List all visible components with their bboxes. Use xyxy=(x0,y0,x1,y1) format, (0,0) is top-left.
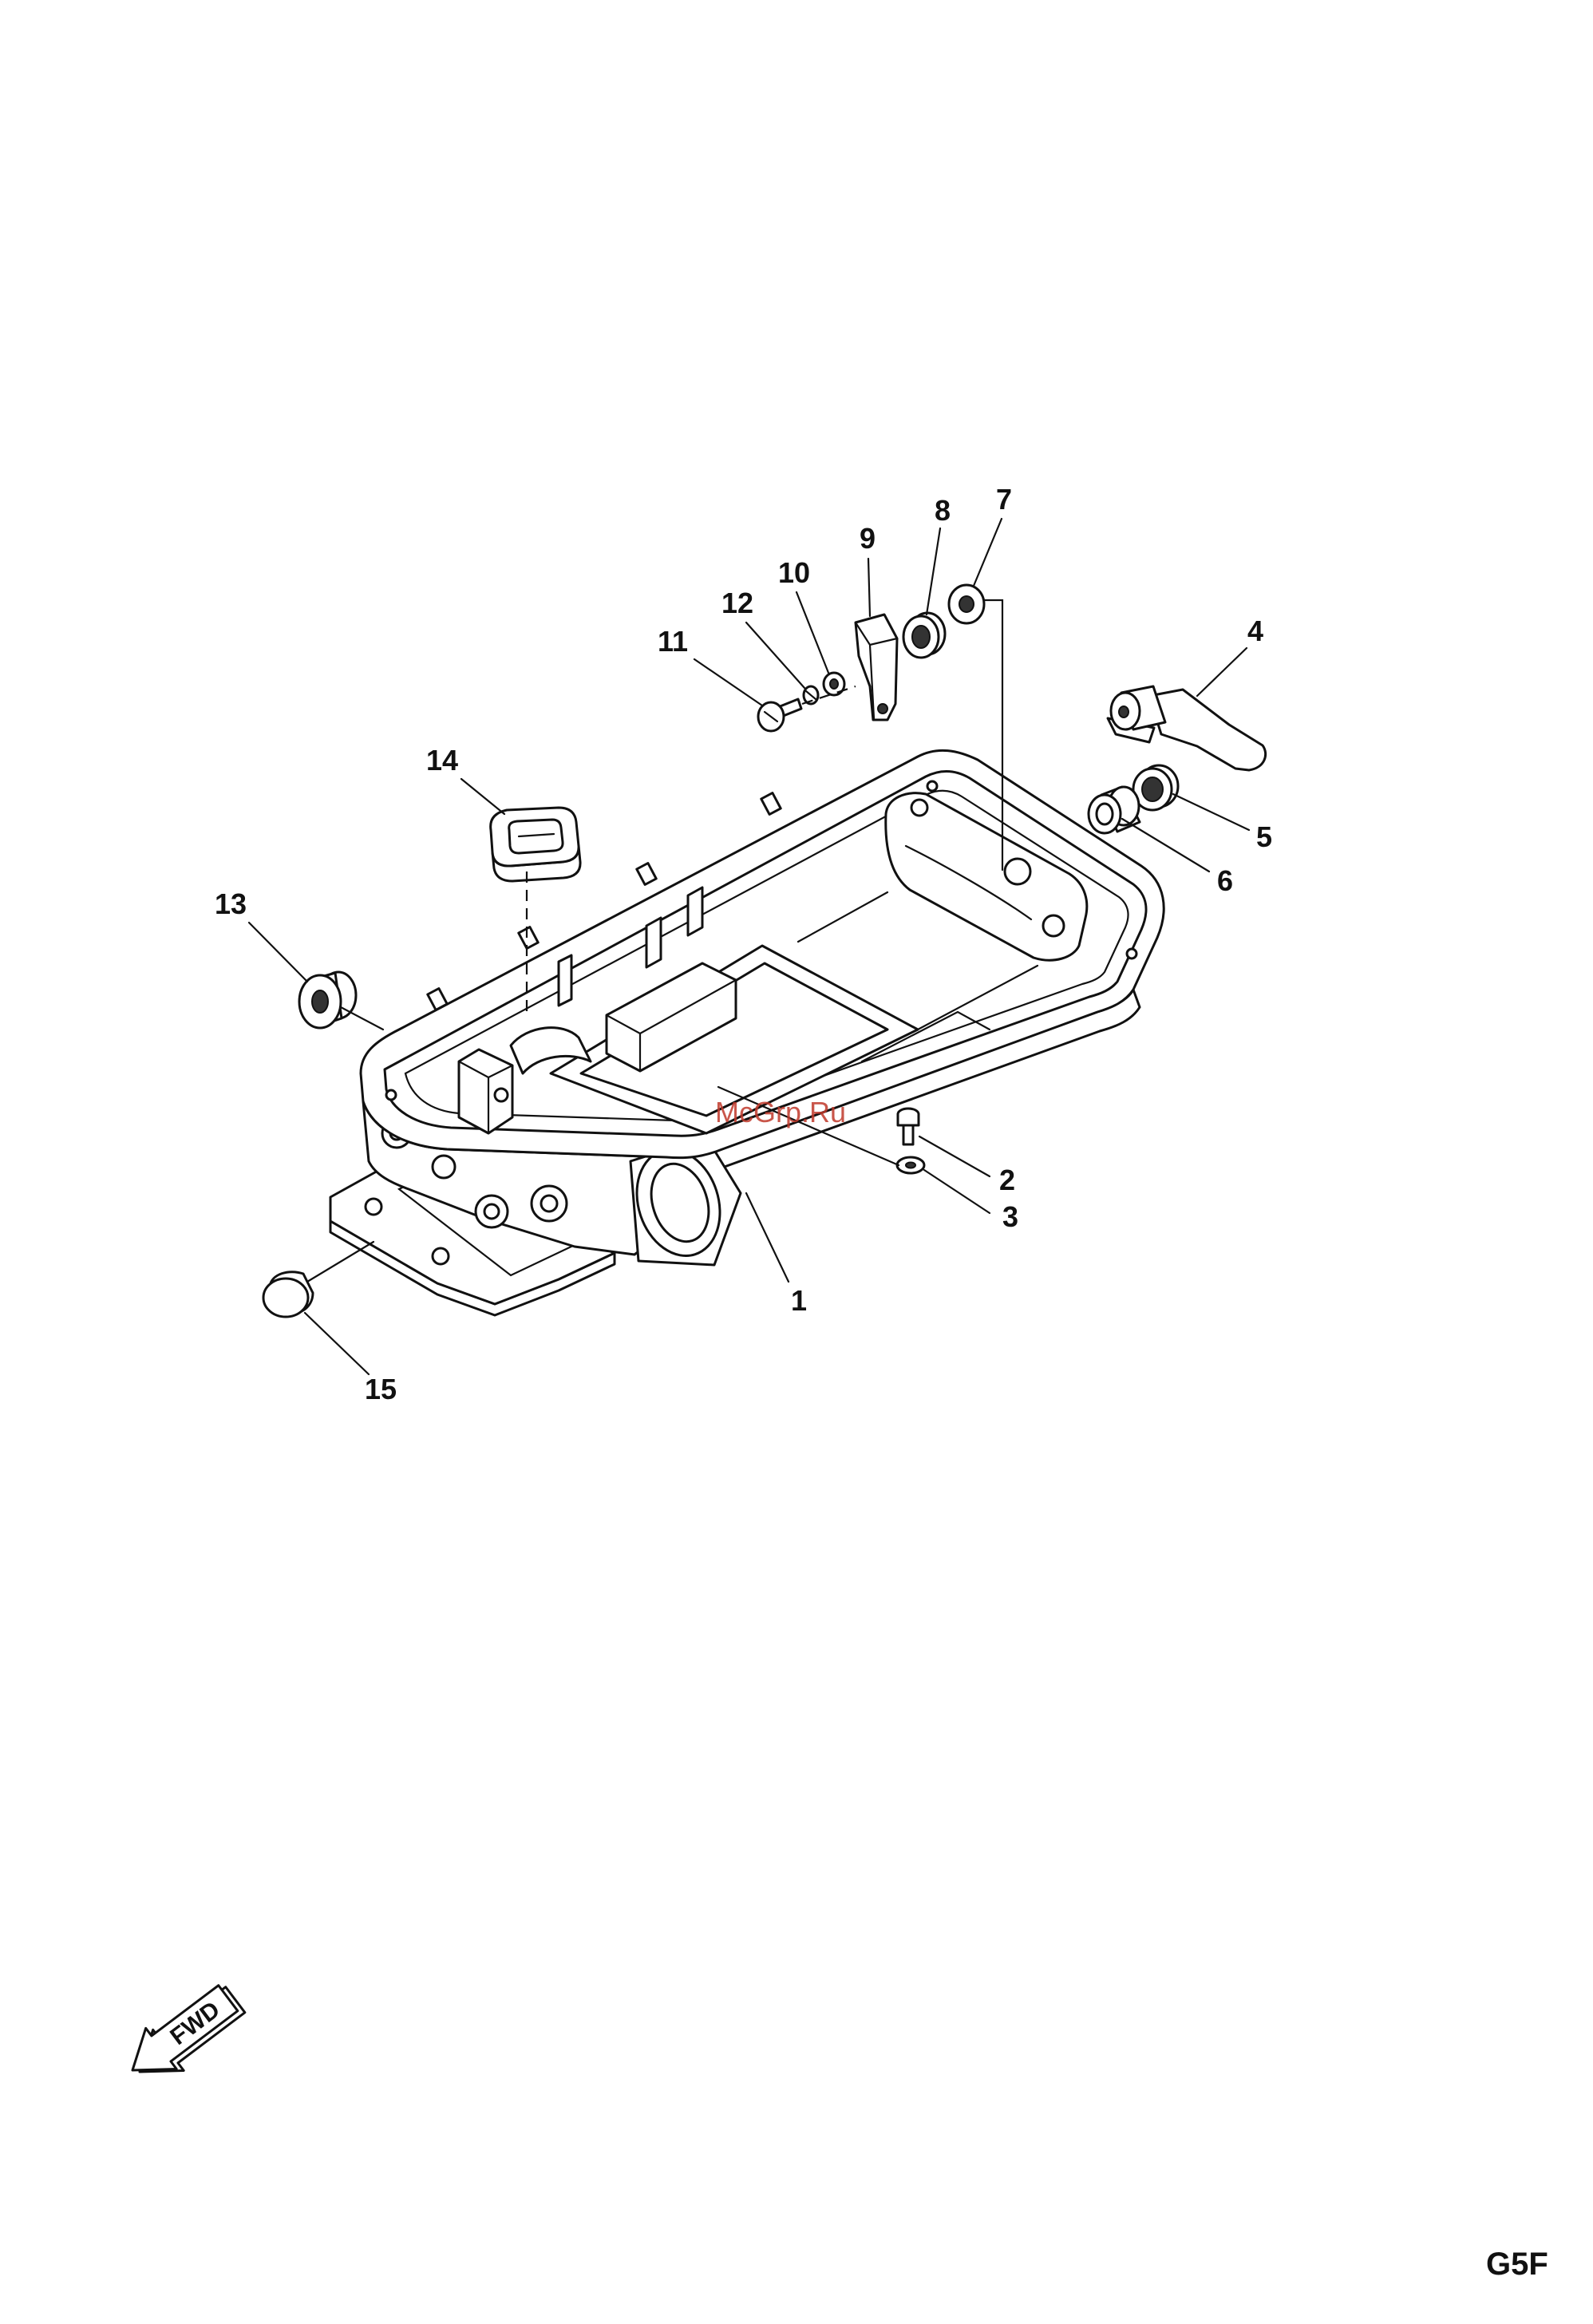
callout-14: 14 xyxy=(426,744,458,777)
washer-10-hole xyxy=(830,679,838,689)
part-2-bolt xyxy=(898,1109,919,1144)
bracket-9-hole xyxy=(878,704,887,713)
grommet-14-inner xyxy=(509,820,563,853)
bracket-9-body xyxy=(856,615,897,720)
rim-tab-4 xyxy=(428,989,447,1010)
callout-1: 1 xyxy=(791,1284,807,1317)
collar-6-hole xyxy=(1097,804,1113,824)
callout-7: 7 xyxy=(996,483,1012,516)
leader-2 xyxy=(919,1136,990,1176)
washer-3-hole xyxy=(906,1163,915,1168)
rim-tab-2 xyxy=(637,864,656,885)
callout-2: 2 xyxy=(999,1164,1015,1196)
inner-post-2 xyxy=(646,918,661,967)
grommet-13-hole xyxy=(312,990,328,1013)
leader-13 xyxy=(249,923,307,982)
rim-hole-3 xyxy=(386,1090,396,1100)
leader-8 xyxy=(927,528,940,615)
washer-7-hole xyxy=(959,596,974,612)
leader-15 xyxy=(305,1313,369,1374)
side-boss-4-hole xyxy=(541,1196,557,1211)
inner-post-1 xyxy=(559,955,571,1006)
part-7-washer xyxy=(949,585,984,623)
leader-10 xyxy=(796,592,828,673)
callout-4: 4 xyxy=(1247,615,1263,647)
leader-11 xyxy=(694,659,762,706)
inner-left-block-hole xyxy=(495,1089,508,1101)
callout-10: 10 xyxy=(778,556,810,589)
callout-15: 15 xyxy=(365,1373,397,1405)
lever-4-handle xyxy=(1149,690,1266,770)
watermark-text: McGrp.Ru xyxy=(715,1096,846,1128)
plug-15-cap xyxy=(263,1279,308,1317)
lever-4-pin xyxy=(1119,706,1129,717)
part-14-square-grommet xyxy=(491,808,580,881)
diagram-code: G5F xyxy=(1486,2247,1548,2282)
lever-boss-hole-1 xyxy=(1005,859,1030,884)
part-11-screw xyxy=(758,699,801,731)
callout-11: 11 xyxy=(658,625,688,658)
side-boss-3-hole xyxy=(484,1204,499,1219)
bolt-2-head xyxy=(898,1114,919,1125)
alignment-line-15 xyxy=(307,1242,374,1282)
leader-12 xyxy=(746,622,804,688)
part-6-collar xyxy=(1089,787,1140,833)
part-8-ring xyxy=(903,613,945,658)
part-9-bracket xyxy=(856,615,897,720)
inner-post-3 xyxy=(688,887,702,935)
callout-13: 13 xyxy=(215,887,247,920)
callout-9: 9 xyxy=(860,522,876,555)
side-boss-2 xyxy=(433,1156,455,1178)
fwd-direction-arrow: FWD xyxy=(117,1975,251,2096)
callout-12: 12 xyxy=(721,587,753,619)
lever-boss-hole-2 xyxy=(1043,915,1064,936)
part-15-plug xyxy=(263,1272,313,1317)
part-13-grommet xyxy=(299,972,356,1028)
alignment-line-13 xyxy=(341,1007,383,1030)
plate-hole-left xyxy=(366,1199,381,1215)
leader-1 xyxy=(746,1193,789,1282)
lever-boss-hole-3 xyxy=(911,800,927,816)
bottom-cowling xyxy=(330,750,1164,1315)
leader-9 xyxy=(868,559,870,616)
ring-8-hole xyxy=(912,626,930,648)
callout-6: 6 xyxy=(1217,864,1233,897)
leader-3 xyxy=(924,1170,990,1213)
rim-tab-1 xyxy=(761,793,781,815)
plate-hole-right xyxy=(433,1248,449,1264)
leader-5 xyxy=(1173,794,1249,830)
rim-tab-3 xyxy=(519,927,538,949)
leader-7 xyxy=(974,519,1002,586)
callout-3: 3 xyxy=(1002,1200,1018,1233)
part-5-ring xyxy=(1133,765,1178,810)
leader-14 xyxy=(461,779,504,814)
callout-8: 8 xyxy=(935,494,951,527)
bolt-2-shank xyxy=(903,1125,913,1144)
ring-5-hole xyxy=(1142,777,1163,801)
part-4-lever xyxy=(1108,686,1266,770)
rim-hole-1 xyxy=(927,781,937,791)
callout-5: 5 xyxy=(1256,820,1272,853)
rim-hole-2 xyxy=(1127,949,1136,958)
part-3-washer xyxy=(897,1157,924,1173)
leader-4 xyxy=(1197,648,1247,696)
